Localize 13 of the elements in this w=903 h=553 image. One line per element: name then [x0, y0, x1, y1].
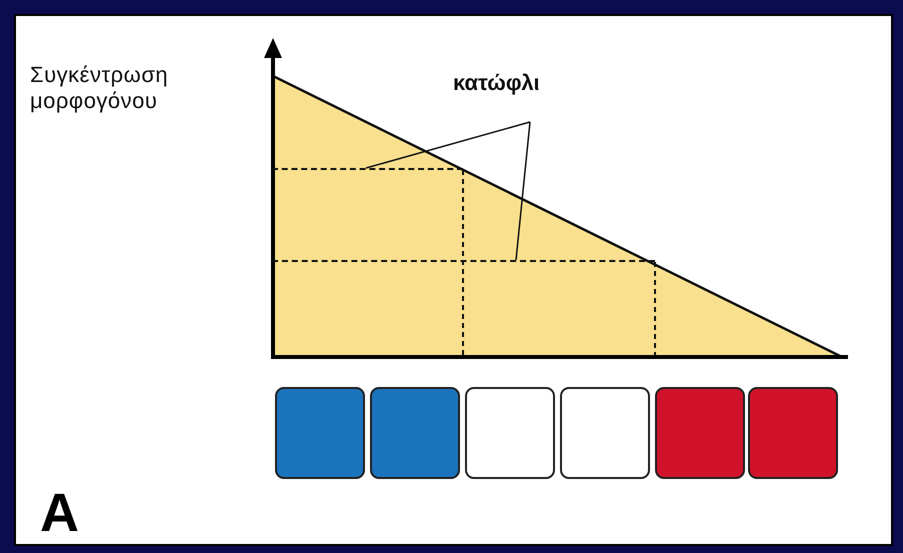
cell-block	[275, 387, 365, 479]
cell-block	[748, 387, 838, 479]
cell-block	[465, 387, 555, 479]
panel-letter: A	[40, 486, 79, 540]
cell-block	[370, 387, 460, 479]
threshold-line	[272, 260, 655, 262]
threshold-line	[272, 168, 463, 170]
cell-block	[560, 387, 650, 479]
leader-line	[515, 122, 531, 260]
threshold-label: κατώφλι	[453, 70, 540, 96]
leader-line	[366, 121, 530, 169]
axis-label: Συγκέντρωση μορφογόνου	[30, 62, 170, 114]
cell-block	[655, 387, 745, 479]
